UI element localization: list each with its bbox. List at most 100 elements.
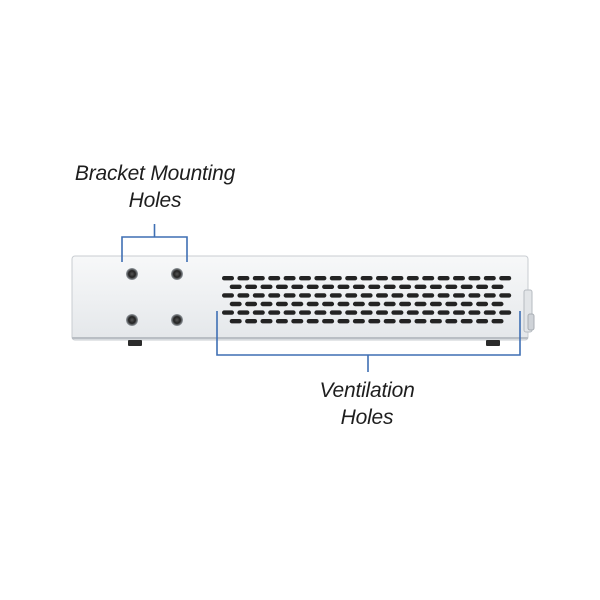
ventilation-slot bbox=[437, 276, 450, 281]
ventilation-slot bbox=[391, 310, 404, 315]
ventilation-slot bbox=[360, 293, 373, 298]
ventilation-holes bbox=[222, 276, 512, 324]
ventilation-slot bbox=[399, 319, 412, 324]
ventilation-slot bbox=[229, 319, 242, 324]
ventilation-slot bbox=[252, 293, 265, 298]
bracket-callout-line bbox=[121, 224, 188, 262]
ventilation-slot bbox=[322, 319, 335, 324]
ventilation-slot bbox=[483, 310, 496, 315]
ventilation-slot bbox=[453, 310, 465, 315]
ventilation-slot bbox=[453, 276, 465, 281]
ventilation-slot bbox=[429, 301, 442, 307]
ventilation-slot bbox=[491, 284, 504, 289]
ventilation-slot bbox=[283, 293, 296, 298]
ventilation-slot bbox=[399, 301, 412, 307]
ventilation-slot bbox=[414, 319, 427, 324]
ventilation-slot bbox=[445, 284, 458, 289]
ventilation-slot bbox=[376, 293, 388, 298]
ventilation-slot bbox=[399, 284, 412, 289]
ventilation-slot bbox=[260, 284, 273, 289]
ventilation-callout-line bbox=[216, 311, 521, 372]
ventilation-slot bbox=[306, 301, 319, 307]
ventilation-slot bbox=[422, 293, 435, 298]
ventilation-slot bbox=[352, 284, 365, 289]
ventilation-slot bbox=[329, 276, 342, 281]
ventilation-slot bbox=[314, 310, 327, 315]
ventilation-slot bbox=[252, 276, 265, 281]
ventilation-slot bbox=[422, 310, 435, 315]
ventilation-slot bbox=[222, 310, 234, 315]
ventilation-slot bbox=[283, 310, 296, 315]
ventilation-slot bbox=[437, 310, 450, 315]
ventilation-slot bbox=[414, 284, 427, 289]
ventilation-slot bbox=[283, 276, 296, 281]
ventilation-slot bbox=[352, 301, 365, 307]
ventilation-slot bbox=[468, 310, 481, 315]
ventilation-slot bbox=[229, 301, 242, 307]
ventilation-slot bbox=[483, 293, 496, 298]
ventilation-slot bbox=[499, 310, 512, 315]
ventilation-slot bbox=[429, 319, 442, 324]
ventilation-slot bbox=[468, 276, 481, 281]
ventilation-slot bbox=[345, 276, 358, 281]
ventilation-slot bbox=[306, 284, 319, 289]
ventilation-slot bbox=[337, 301, 350, 307]
bracket-label-line1: Bracket Mounting bbox=[74, 162, 236, 185]
ventilation-slot bbox=[337, 319, 350, 324]
ventilation-slot bbox=[368, 301, 381, 307]
ventilation-slot bbox=[222, 276, 234, 281]
ventilation-slot bbox=[406, 293, 419, 298]
ventilation-slot bbox=[391, 293, 404, 298]
ventilation-slot bbox=[483, 276, 496, 281]
ventilation-slot bbox=[337, 284, 350, 289]
chassis-body bbox=[71, 255, 535, 341]
ventilation-slot bbox=[368, 319, 381, 324]
ventilation-holes-label: Ventilation Holes bbox=[252, 377, 482, 431]
ventilation-slot bbox=[260, 301, 273, 307]
ventilation-slot bbox=[260, 319, 273, 324]
ventilation-slot bbox=[252, 310, 265, 315]
ventilation-slot bbox=[422, 276, 435, 281]
ventilation-slot bbox=[237, 310, 250, 315]
ventilation-slot bbox=[268, 276, 281, 281]
rubber-foot-right bbox=[486, 340, 500, 346]
ventilation-slot bbox=[268, 310, 281, 315]
ventilation-slot bbox=[275, 284, 288, 289]
bracket-mounting-holes bbox=[126, 268, 183, 326]
ventilation-slot bbox=[245, 319, 258, 324]
ventilation-slot bbox=[429, 284, 442, 289]
ventilation-slot bbox=[437, 293, 450, 298]
ventilation-slot bbox=[445, 319, 458, 324]
ventilation-slot bbox=[460, 284, 473, 289]
ventilation-slot bbox=[383, 284, 396, 289]
ventilation-slot bbox=[476, 284, 489, 289]
ventilation-slot bbox=[406, 276, 419, 281]
ventilation-slot bbox=[476, 319, 489, 324]
mounting-hole bbox=[171, 314, 183, 326]
ventilation-slot bbox=[314, 276, 327, 281]
ventilation-slot bbox=[268, 293, 281, 298]
ventilation-slot bbox=[245, 284, 258, 289]
ventilation-label-line1: Ventilation bbox=[319, 379, 415, 402]
ventilation-slot bbox=[329, 310, 342, 315]
ventilation-slot bbox=[376, 276, 388, 281]
ventilation-slot bbox=[275, 301, 288, 307]
ventilation-slot bbox=[299, 276, 311, 281]
bracket-label-line2: Holes bbox=[128, 189, 182, 212]
ventilation-slot bbox=[360, 276, 373, 281]
rubber-foot-left bbox=[128, 340, 142, 346]
ventilation-slot bbox=[322, 301, 335, 307]
ventilation-slot bbox=[376, 310, 388, 315]
ventilation-slot bbox=[468, 293, 481, 298]
ventilation-slot bbox=[222, 293, 234, 298]
ventilation-slot bbox=[345, 293, 358, 298]
ventilation-slot bbox=[345, 310, 358, 315]
ventilation-slot bbox=[368, 284, 381, 289]
ventilation-slot bbox=[299, 293, 311, 298]
ventilation-slot bbox=[460, 301, 473, 307]
ventilation-slot bbox=[445, 301, 458, 307]
ventilation-slot bbox=[491, 301, 504, 307]
ventilation-slot bbox=[352, 319, 365, 324]
